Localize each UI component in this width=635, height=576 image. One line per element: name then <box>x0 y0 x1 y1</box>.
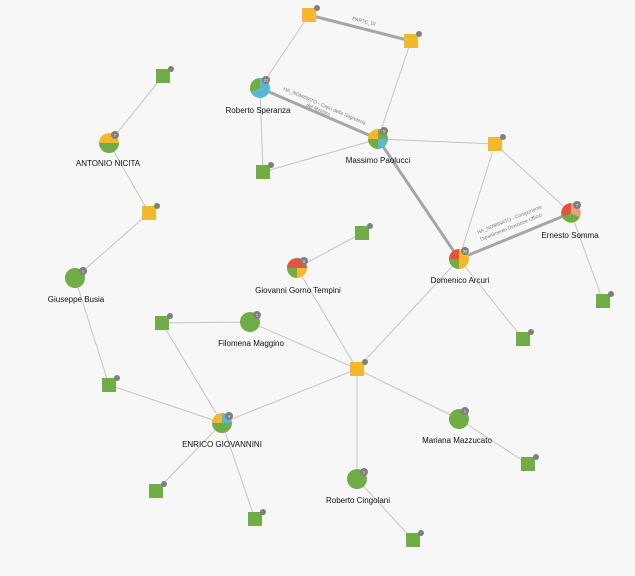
edge[interactable] <box>494 143 572 214</box>
edge[interactable] <box>377 138 496 145</box>
edge[interactable] <box>108 142 150 214</box>
badge-count: 1 <box>82 269 85 274</box>
node-label: Giuseppe Busia <box>48 295 105 304</box>
node-label: ANTONIO NICITA <box>76 159 141 168</box>
edge[interactable] <box>74 212 150 279</box>
edge[interactable] <box>458 418 529 465</box>
edge[interactable] <box>458 258 524 340</box>
edge[interactable] <box>161 322 223 424</box>
organization-node[interactable] <box>248 509 266 526</box>
badge-count: 1 <box>363 470 366 475</box>
organization-node[interactable] <box>406 530 424 547</box>
edge[interactable] <box>74 277 110 386</box>
organization-node[interactable] <box>155 313 173 330</box>
person-node-mariana-mazzucato[interactable]: 1 Mariana Mazzucato <box>422 407 492 445</box>
node-label: Massimo Paolucci <box>346 156 411 165</box>
edge[interactable] <box>458 143 496 260</box>
organization-node[interactable] <box>149 481 167 498</box>
organization-node[interactable] <box>142 203 160 220</box>
edge[interactable] <box>221 422 256 520</box>
edge[interactable] <box>356 478 414 541</box>
person-node-ernesto-somma[interactable]: 7 Ernesto Somma <box>541 201 599 240</box>
edge[interactable] <box>377 40 412 140</box>
badge-count: 7 <box>576 203 579 208</box>
edge[interactable] <box>356 258 460 370</box>
edge[interactable] <box>262 138 379 173</box>
node-label: Giovanni Gorno Tempini <box>255 286 341 295</box>
person-node-giovanni-gorno-tempini[interactable]: 8 Giovanni Gorno Tempini <box>255 257 341 295</box>
organization-node[interactable] <box>404 31 422 48</box>
node-label: Domenico Arcuri <box>431 276 490 285</box>
organization-node[interactable] <box>488 134 506 151</box>
organization-node[interactable] <box>355 223 373 240</box>
edge[interactable] <box>259 87 264 173</box>
node-label: Ernesto Somma <box>541 231 599 240</box>
node-label: Roberto Cingolani <box>326 496 390 505</box>
organization-node[interactable] <box>521 454 539 471</box>
organization-node[interactable] <box>156 66 174 83</box>
edge[interactable] <box>249 321 358 370</box>
person-node-domenico-arcuri[interactable]: 36 Domenico Arcuri <box>431 247 490 285</box>
edge[interactable] <box>221 368 358 424</box>
edge[interactable] <box>161 321 251 324</box>
edge-label-speranza-paolucci: HA_NOMINATO - Capo della Segreteria <box>282 86 366 126</box>
edge[interactable] <box>155 422 223 492</box>
edge[interactable] <box>356 368 460 420</box>
person-node-filomena-maggino[interactable]: 1 Filomena Maggino <box>218 311 284 348</box>
edge[interactable] <box>458 211 572 261</box>
node-label: Mariana Mazzucato <box>422 436 492 445</box>
person-node-roberto-speranza[interactable]: 21 Roberto Speranza <box>226 76 291 115</box>
edge[interactable] <box>570 212 604 302</box>
edge[interactable] <box>259 86 379 141</box>
edge-label-partner: PARTE_DI <box>352 16 377 28</box>
organization-node[interactable] <box>256 162 274 179</box>
person-node-antonio-nicita[interactable]: 7 ANTONIO NICITA <box>76 131 141 168</box>
badge-count: 21 <box>264 78 269 83</box>
person-node-massimo-paolucci[interactable]: 5 Massimo Paolucci <box>346 127 411 165</box>
badge-count: 1 <box>464 409 467 414</box>
person-node-roberto-cingolani[interactable]: 1 Roberto Cingolani <box>326 468 390 505</box>
node-label: Filomena Maggino <box>218 339 284 348</box>
organization-node[interactable] <box>302 5 320 22</box>
person-node-enrico-giovannini[interactable]: 4 ENRICO GIOVANNINI <box>182 412 262 449</box>
node-label: Roberto Speranza <box>226 106 291 115</box>
organization-node[interactable] <box>102 375 120 392</box>
organization-node[interactable] <box>516 329 534 346</box>
badge-count: 5 <box>383 129 386 134</box>
person-nodes: 21 Roberto Speranza 5 Massimo Paolucci 7… <box>48 76 599 505</box>
edge[interactable] <box>308 13 412 43</box>
badge-count: 4 <box>228 414 231 419</box>
node-label: ENRICO GIOVANNINI <box>182 440 262 449</box>
organization-node[interactable] <box>596 291 614 308</box>
badge-count: 1 <box>256 313 259 318</box>
edge[interactable] <box>296 267 358 370</box>
edge[interactable] <box>108 75 164 144</box>
badge-count: 7 <box>114 133 117 138</box>
organization-node[interactable] <box>350 359 368 376</box>
edge[interactable] <box>108 384 223 424</box>
badge-count: 8 <box>303 259 306 264</box>
edges <box>74 13 604 541</box>
edge[interactable] <box>259 14 310 89</box>
edge[interactable] <box>376 138 461 260</box>
edge[interactable] <box>296 232 363 269</box>
person-node-giuseppe-busia[interactable]: 1 Giuseppe Busia <box>48 267 105 304</box>
badge-count: 36 <box>463 249 468 254</box>
edge-labels: PARTE_DI HA_NOMINATO - Capo della Segret… <box>282 16 543 243</box>
organization-nodes <box>102 5 614 547</box>
